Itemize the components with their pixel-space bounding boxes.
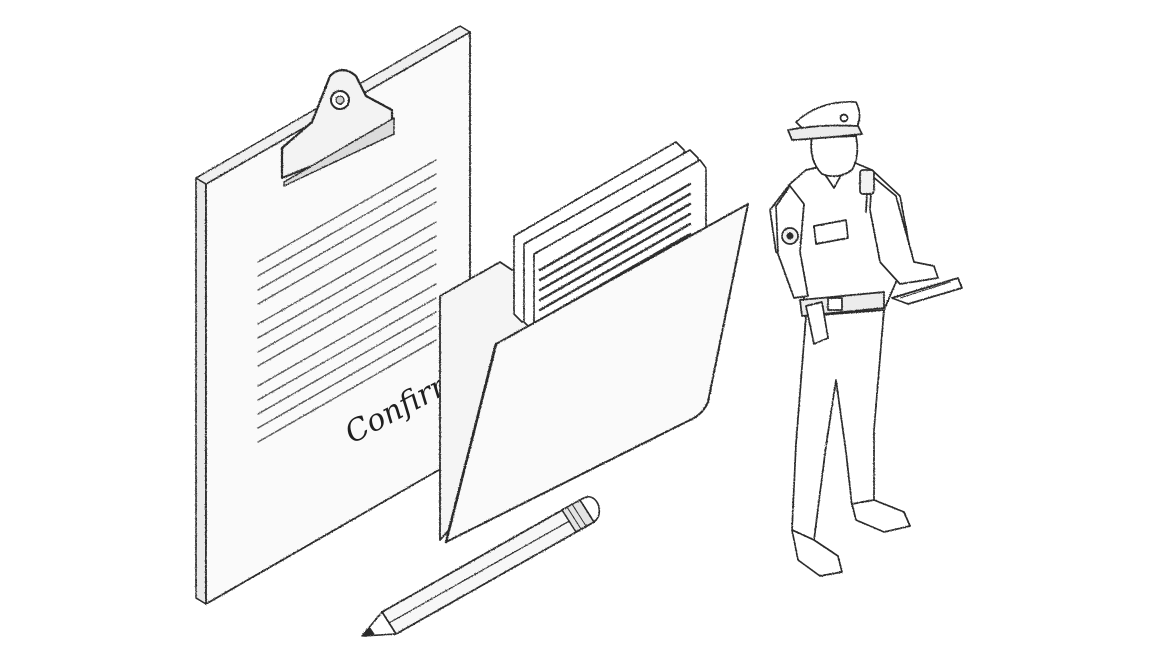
clipboard-icon xyxy=(195,25,471,605)
officer-figure xyxy=(769,101,963,577)
document-lines xyxy=(257,159,437,443)
clipboard-clip xyxy=(280,68,395,187)
folder-icon xyxy=(439,141,749,544)
pencil-icon xyxy=(361,496,601,637)
folder-documents xyxy=(513,141,707,339)
